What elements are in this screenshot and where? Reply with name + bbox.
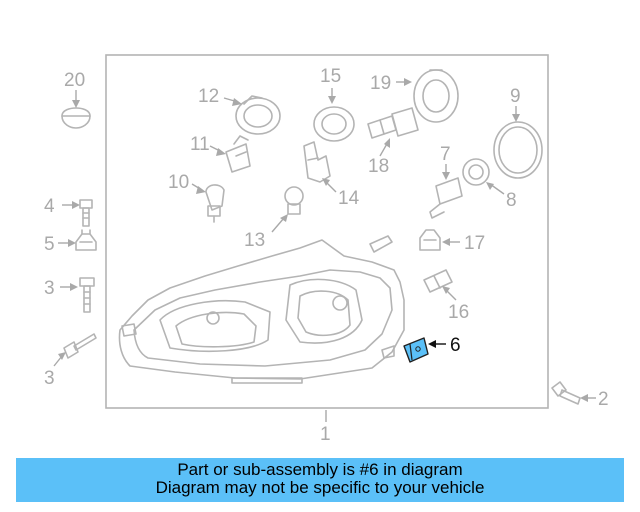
callout-17: 17 (464, 233, 485, 254)
part-7-bulb[interactable] (429, 177, 463, 219)
part-16-bulb[interactable] (423, 269, 453, 293)
callout-3-lower: 3 (44, 368, 55, 389)
callout-6: 6 (450, 335, 461, 356)
callout-13: 13 (244, 230, 265, 251)
part-14-bracket[interactable] (303, 141, 331, 183)
part-3-bolt-upper[interactable] (79, 277, 95, 313)
headlamp-assembly[interactable] (118, 235, 405, 384)
parts-diagram: 1 20 4 5 3 3 (44, 54, 609, 445)
callout-10: 10 (168, 172, 189, 193)
callout-8: 8 (506, 190, 517, 211)
part-19-housing[interactable] (413, 69, 459, 123)
callout-2: 2 (598, 389, 609, 410)
info-banner: Part or sub-assembly is #6 in diagram Di… (16, 458, 624, 502)
part-13-bulb[interactable] (284, 186, 304, 215)
part-20-plug[interactable] (61, 107, 91, 129)
callout-14: 14 (338, 188, 360, 209)
part-18-bulb[interactable] (367, 107, 419, 139)
callout-1: 1 (320, 424, 331, 445)
assembly-frame (105, 54, 549, 409)
callout-5: 5 (44, 234, 55, 255)
callout-18: 18 (368, 156, 389, 177)
banner-line-1: Part or sub-assembly is #6 in diagram (177, 460, 463, 479)
part-6-clip-highlighted[interactable] (403, 337, 429, 363)
callout-11: 11 (190, 134, 210, 155)
part-12-cap[interactable] (235, 95, 281, 135)
callout-3-upper: 3 (44, 278, 55, 299)
part-15-ring[interactable] (313, 106, 355, 142)
callout-16: 16 (448, 302, 469, 323)
callout-19: 19 (370, 73, 391, 94)
callout-20: 20 (64, 70, 85, 91)
part-2-bolt[interactable] (551, 381, 581, 405)
callout-7: 7 (440, 144, 451, 165)
part-4-screw[interactable] (79, 199, 93, 227)
part-3-bolt-lower[interactable] (63, 333, 97, 359)
callout-4: 4 (44, 196, 55, 217)
part-5-clip[interactable] (75, 229, 97, 251)
part-17-holder[interactable] (419, 229, 441, 251)
part-11-socket[interactable] (225, 135, 251, 173)
part-9-seal[interactable] (493, 121, 543, 179)
banner-line-2: Diagram may not be specific to your vehi… (155, 478, 485, 497)
callout-9: 9 (510, 86, 521, 107)
callout-15: 15 (320, 66, 341, 87)
callout-12: 12 (198, 86, 219, 107)
part-8-socket[interactable] (462, 158, 490, 186)
part-10-bulb[interactable] (205, 184, 225, 223)
